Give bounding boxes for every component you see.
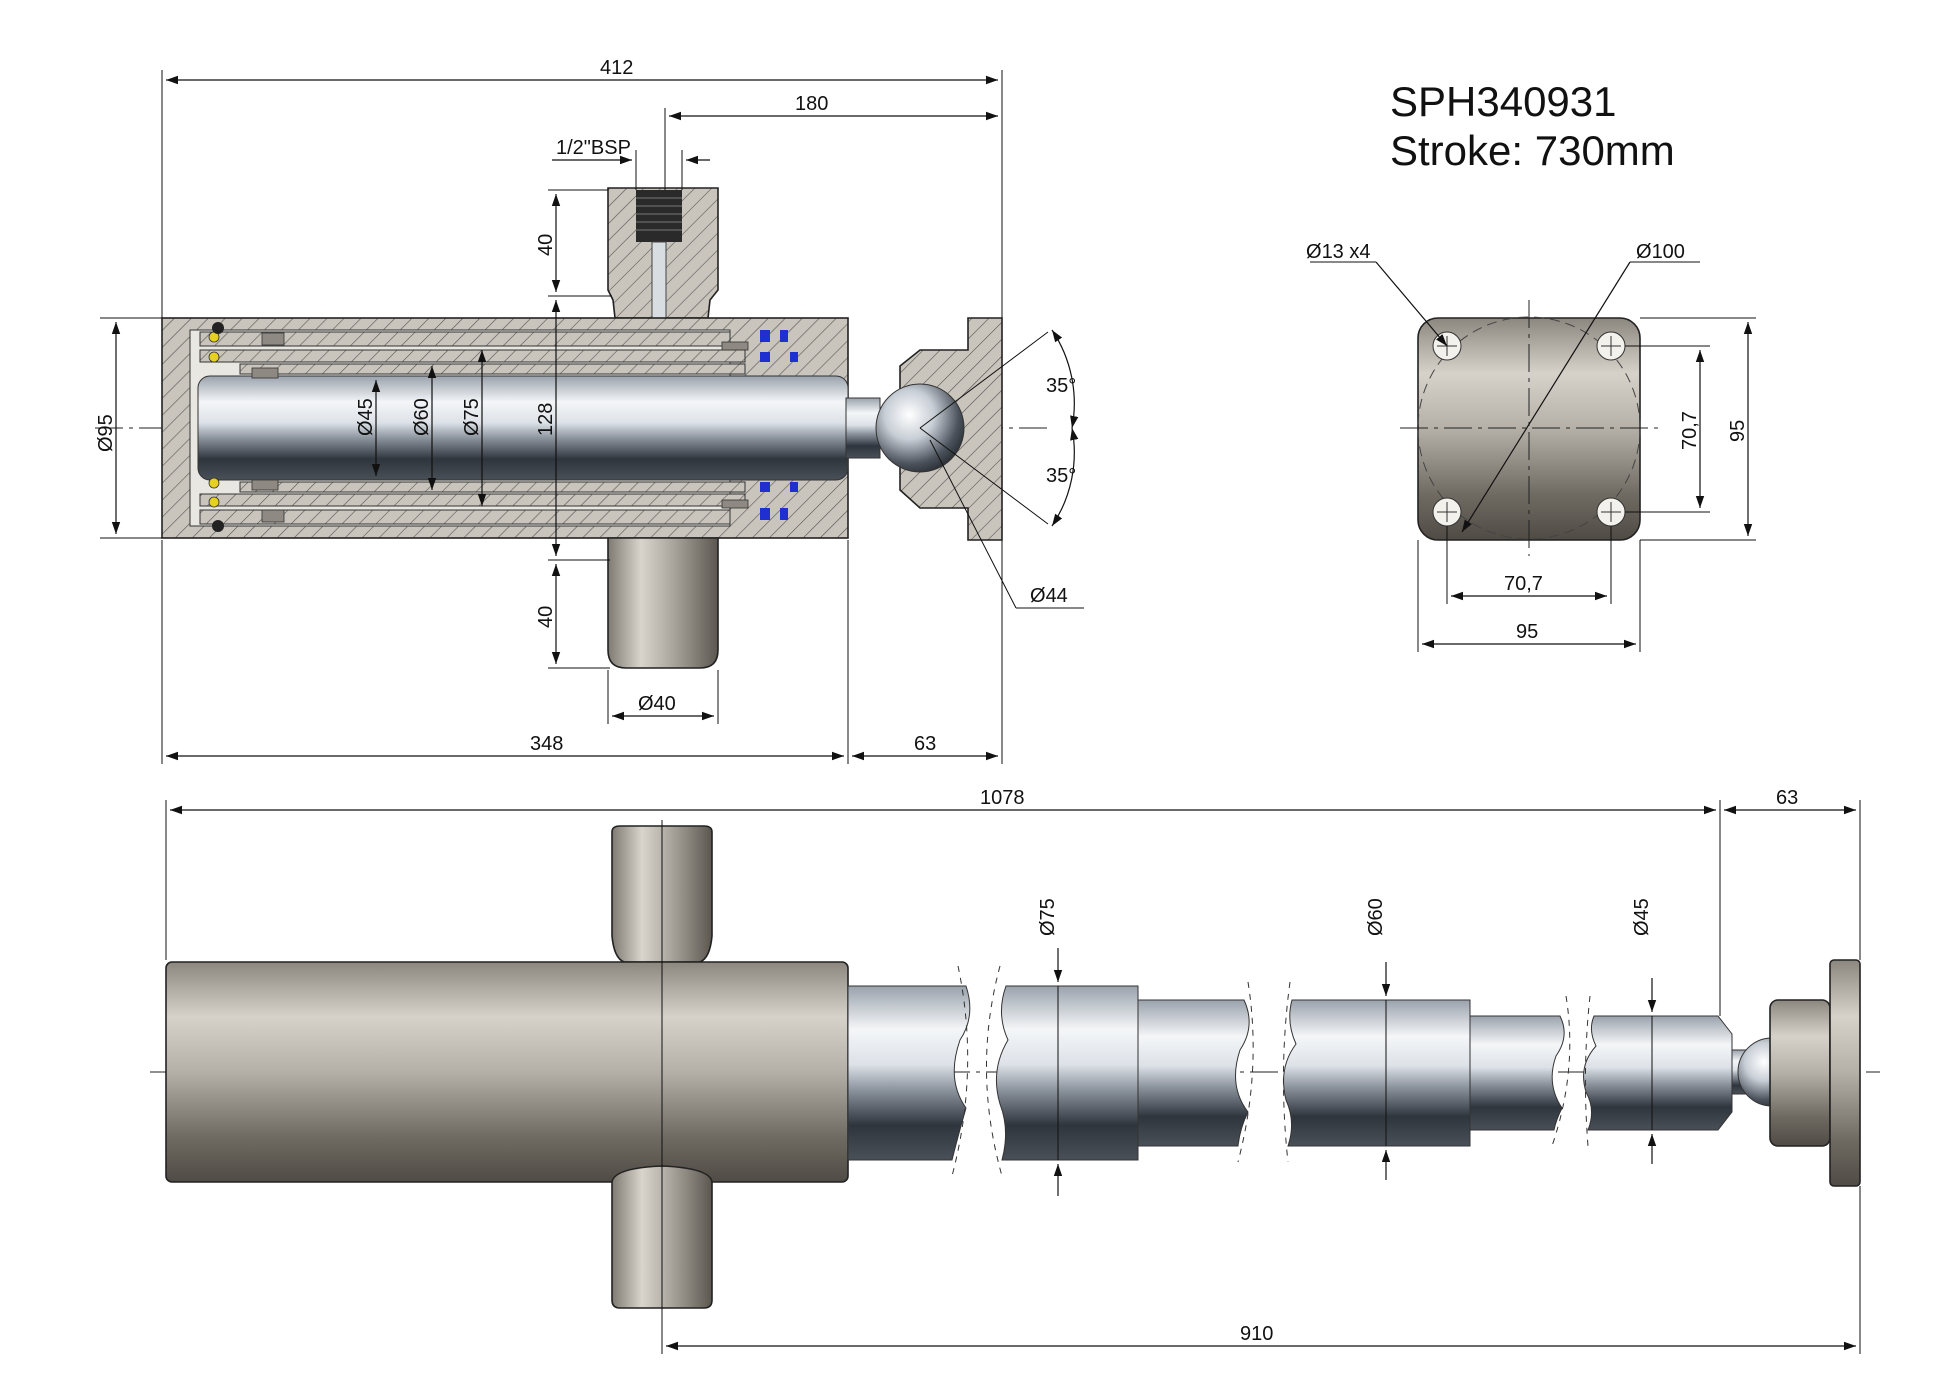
dim-end-mount-label: 63 (1776, 787, 1798, 809)
ext-barrel (165, 961, 849, 1183)
tube-stage2-b (199, 493, 746, 507)
ext-stage1-b (1583, 1015, 1733, 1131)
ext-stage2-b (1283, 999, 1471, 1147)
dim-inner-height-label: 128 (535, 403, 557, 436)
ext-end-plate (1829, 959, 1861, 1187)
dim-trunnion-bottom-label: 40 (535, 606, 557, 628)
port-thread (636, 190, 682, 242)
dim-stage2-diameter-label: Ø60 (411, 398, 433, 436)
ext-stage3-b (995, 985, 1139, 1161)
dim-body-diameter-label: Ø95 (95, 414, 117, 452)
dim-hole-spacing-h-label: 70,7 (1504, 573, 1543, 595)
stroke-label: Stroke: 730mm (1390, 127, 1675, 174)
dim-flange-height-label: 95 (1727, 420, 1749, 442)
dim-stage3-diameter-label: Ø75 (461, 398, 483, 436)
angle-bottom-label: 35° (1046, 465, 1076, 487)
angle-arc-bottom (1051, 427, 1079, 527)
dim-stage1-diameter-label: Ø45 (355, 398, 377, 436)
dim-hole-callout-label: Ø13 x4 (1306, 241, 1371, 263)
dim-ext-stage2-diameter-label: Ø60 (1365, 898, 1387, 936)
dim-ext-stage1-diameter-label: Ø45 (1631, 898, 1653, 936)
dim-pcd-label: Ø100 (1636, 241, 1685, 263)
dim-ext-stage3-diameter-label: Ø75 (1037, 898, 1059, 936)
section-view: 412 180 1/2"BSP 40 40 Ø95 Ø45 Ø60 (95, 57, 1084, 764)
dim-mount-length-label: 63 (914, 733, 936, 755)
flange-view: Ø13 x4 Ø100 70,7 95 70,7 95 (1306, 241, 1756, 652)
break-lines (951, 965, 1591, 1177)
ext-stage1-a (1469, 1015, 1565, 1131)
extended-view: 1078 63 Ø75 Ø60 Ø45 910 (150, 787, 1880, 1354)
dim-port-offset-label: 180 (795, 93, 828, 115)
ext-socket (1769, 999, 1831, 1147)
diameter-symbol: Ø (95, 436, 117, 452)
dim-extended-length-label: 1078 (980, 787, 1025, 809)
trunnion-bottom (607, 537, 719, 669)
tube-stage3 (199, 331, 731, 347)
ball-neck (845, 397, 881, 459)
dim-trunnion-to-end-label: 910 (1240, 1323, 1273, 1345)
seal-group (208, 322, 798, 532)
dim-body-length-label: 348 (530, 733, 563, 755)
dim-overall-length-label: 412 (600, 57, 633, 79)
dim-port-thread-label: 1/2"BSP (556, 137, 631, 159)
port-thread-lines (636, 197, 682, 231)
dim-hole-spacing-v-label: 70,7 (1679, 411, 1701, 450)
dim-flange-width-label: 95 (1516, 621, 1538, 643)
angle-arc-top (1051, 329, 1079, 429)
ext-stage2-a (1137, 999, 1250, 1147)
dim-ball-diameter-label: Ø44 (1030, 585, 1068, 607)
ext-stage3-a (847, 985, 971, 1161)
tube-stage2 (199, 349, 746, 363)
angle-top-label: 35° (1046, 375, 1076, 397)
part-number: SPH340931 (1390, 78, 1617, 125)
dim-trunnion-diameter-label: Ø40 (638, 693, 676, 715)
tube-stage1 (239, 363, 746, 375)
tube-stage1-b (239, 481, 746, 493)
port-bore (651, 241, 667, 319)
plunger (197, 375, 849, 481)
tube-stage3-b (199, 509, 731, 525)
dim-body-diameter-value: 95 (95, 414, 117, 436)
dim-trunnion-top-label: 40 (535, 234, 557, 256)
